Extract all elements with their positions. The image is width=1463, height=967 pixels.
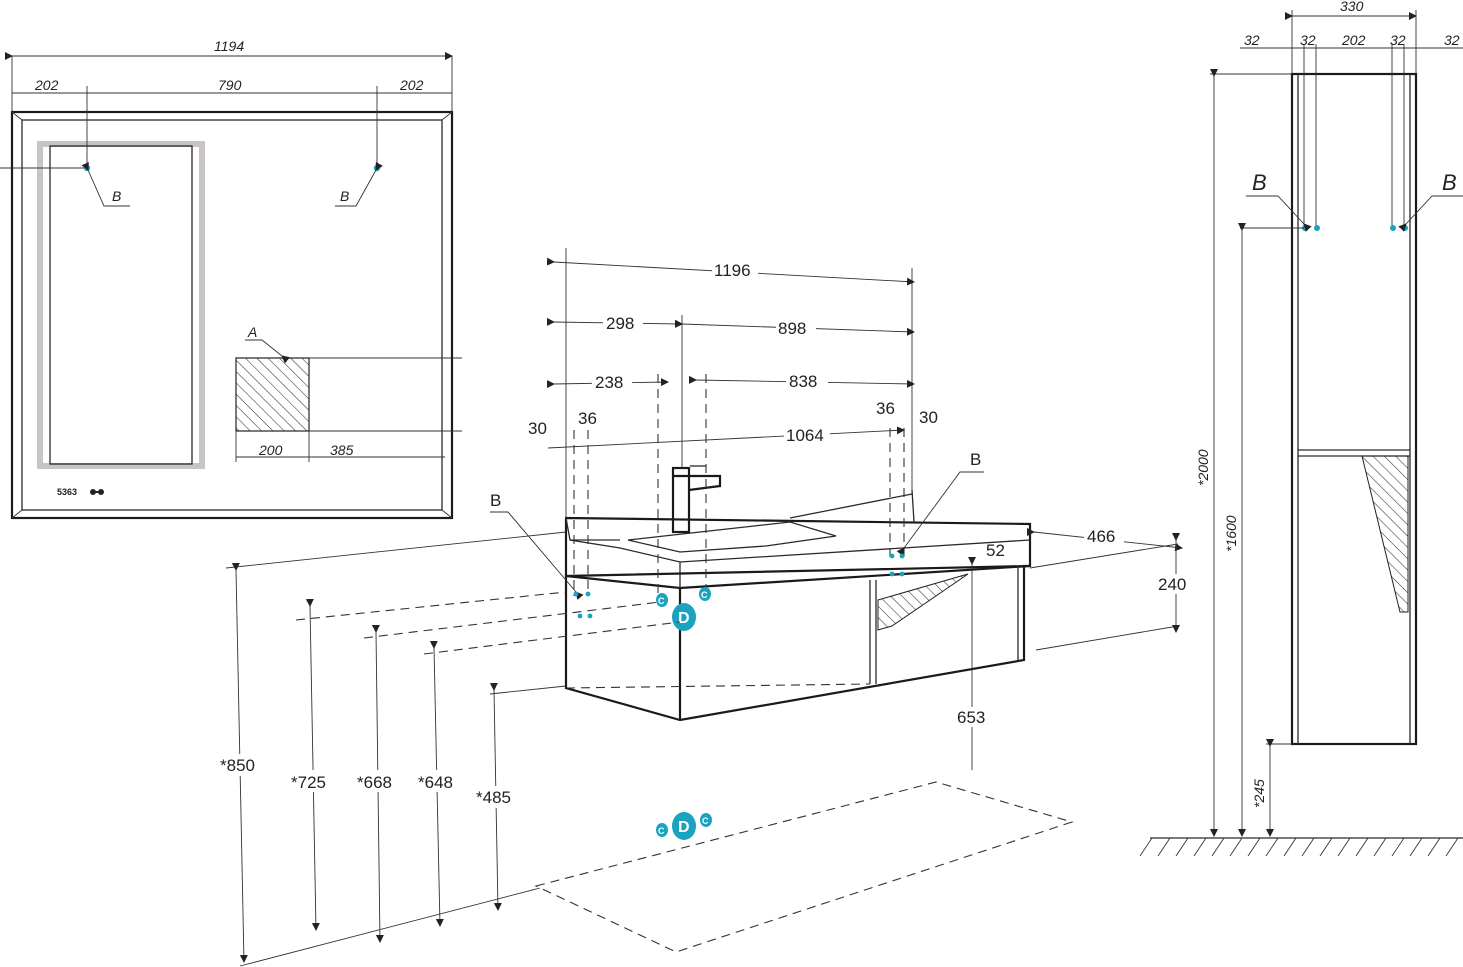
wall-label-c-left: C bbox=[658, 596, 665, 606]
dim-column-2000: *2000 bbox=[1195, 449, 1211, 486]
dim-height-648: *648 bbox=[418, 773, 453, 792]
dim-column-245: *245 bbox=[1251, 779, 1267, 808]
floor-outline bbox=[534, 781, 1074, 953]
basin bbox=[627, 521, 837, 553]
dim-mirror-1194: 1194 bbox=[214, 38, 244, 54]
dim-vanity-653: 653 bbox=[957, 708, 985, 727]
dim-vanity-240: 240 bbox=[1158, 575, 1186, 594]
column-open-shelf bbox=[1361, 455, 1409, 613]
dim-vanity-52: 52 bbox=[986, 541, 1005, 560]
dim-vanity-298: 298 bbox=[606, 314, 634, 333]
dim-column-32-b: 32 bbox=[1300, 32, 1316, 48]
dim-column-32-d: 32 bbox=[1444, 32, 1460, 48]
wall-drain-marker: C C D bbox=[656, 587, 711, 631]
mirror-inner-frame bbox=[21, 119, 443, 511]
mirror-view: 1194 202 790 202 B B A 200 385 5363 bbox=[0, 38, 462, 520]
dim-vanity-238: 238 bbox=[595, 373, 623, 392]
dim-vanity-1064: 1064 bbox=[786, 426, 824, 445]
open-shelf bbox=[877, 573, 969, 631]
worktop bbox=[564, 516, 1032, 590]
column-body bbox=[1290, 72, 1418, 746]
column-point-b-3 bbox=[1390, 225, 1396, 231]
floor-label-d: D bbox=[678, 819, 690, 836]
column-label-b-right: B bbox=[1442, 170, 1457, 195]
dim-zone-a-200: 200 bbox=[258, 442, 283, 458]
mirror-point-b-left-dot bbox=[83, 164, 91, 172]
dim-vanity-838: 838 bbox=[789, 372, 817, 391]
mirror-label-b-left: B bbox=[112, 188, 121, 204]
cabinet-body bbox=[564, 564, 1031, 722]
dim-column-32-c: 32 bbox=[1390, 32, 1406, 48]
wall-label-c-right: C bbox=[701, 590, 708, 600]
dim-vanity-30-right: 30 bbox=[919, 408, 938, 427]
mirror-glass-panel bbox=[49, 145, 193, 465]
dim-height-725: *725 bbox=[291, 773, 326, 792]
vanity-view: 1196 298 898 238 838 1064 30 36 36 30 B bbox=[218, 248, 1196, 967]
dim-column-32-a: 32 bbox=[1244, 32, 1260, 48]
tap bbox=[671, 465, 722, 534]
dim-column-1600: *1600 bbox=[1223, 515, 1239, 552]
dim-height-485: *485 bbox=[476, 788, 511, 807]
floor-drain-marker: C C D bbox=[656, 812, 712, 840]
dim-mirror-202-left: 202 bbox=[34, 77, 59, 93]
mirror-outer-frame bbox=[10, 110, 454, 520]
dim-vanity-466: 466 bbox=[1087, 527, 1115, 546]
dim-mirror-790: 790 bbox=[218, 77, 242, 93]
dim-zone-a-385: 385 bbox=[330, 442, 354, 458]
dim-vanity-36-left: 36 bbox=[578, 409, 597, 428]
dim-vanity-898: 898 bbox=[778, 319, 806, 338]
column-view: 330 32 32 202 32 32 B B *2000 *1600 *245 bbox=[1139, 0, 1463, 857]
floor-label-c-right: C bbox=[702, 816, 709, 826]
mirror-point-b-right-dot bbox=[373, 164, 381, 172]
dim-mirror-202-right: 202 bbox=[399, 77, 424, 93]
mirror-label-b-right: B bbox=[340, 188, 349, 204]
vanity-label-b-top: B bbox=[970, 450, 981, 469]
column-label-b-left: B bbox=[1252, 170, 1267, 195]
zone-a-hatched bbox=[235, 357, 310, 432]
dim-vanity-36-right: 36 bbox=[876, 399, 895, 418]
mirror-led-strip bbox=[37, 141, 205, 469]
mirror-control-label: 5363 bbox=[57, 487, 77, 497]
floor-hatching bbox=[1139, 837, 1459, 857]
dim-height-668: *668 bbox=[357, 773, 392, 792]
dim-height-850: *850 bbox=[220, 756, 255, 775]
dim-column-202: 202 bbox=[1341, 32, 1366, 48]
wall-label-d: D bbox=[678, 610, 690, 627]
column-point-b-2 bbox=[1314, 225, 1320, 231]
dim-column-330: 330 bbox=[1340, 0, 1364, 14]
dim-vanity-30-left: 30 bbox=[528, 419, 547, 438]
floor-label-c-left: C bbox=[658, 826, 665, 836]
column-point-b-4 bbox=[1402, 225, 1408, 231]
outlet-dots bbox=[573, 553, 905, 619]
dim-vanity-1196: 1196 bbox=[714, 261, 751, 280]
vanity-label-b-left: B bbox=[490, 491, 501, 510]
mirror-label-a: A bbox=[247, 324, 257, 340]
